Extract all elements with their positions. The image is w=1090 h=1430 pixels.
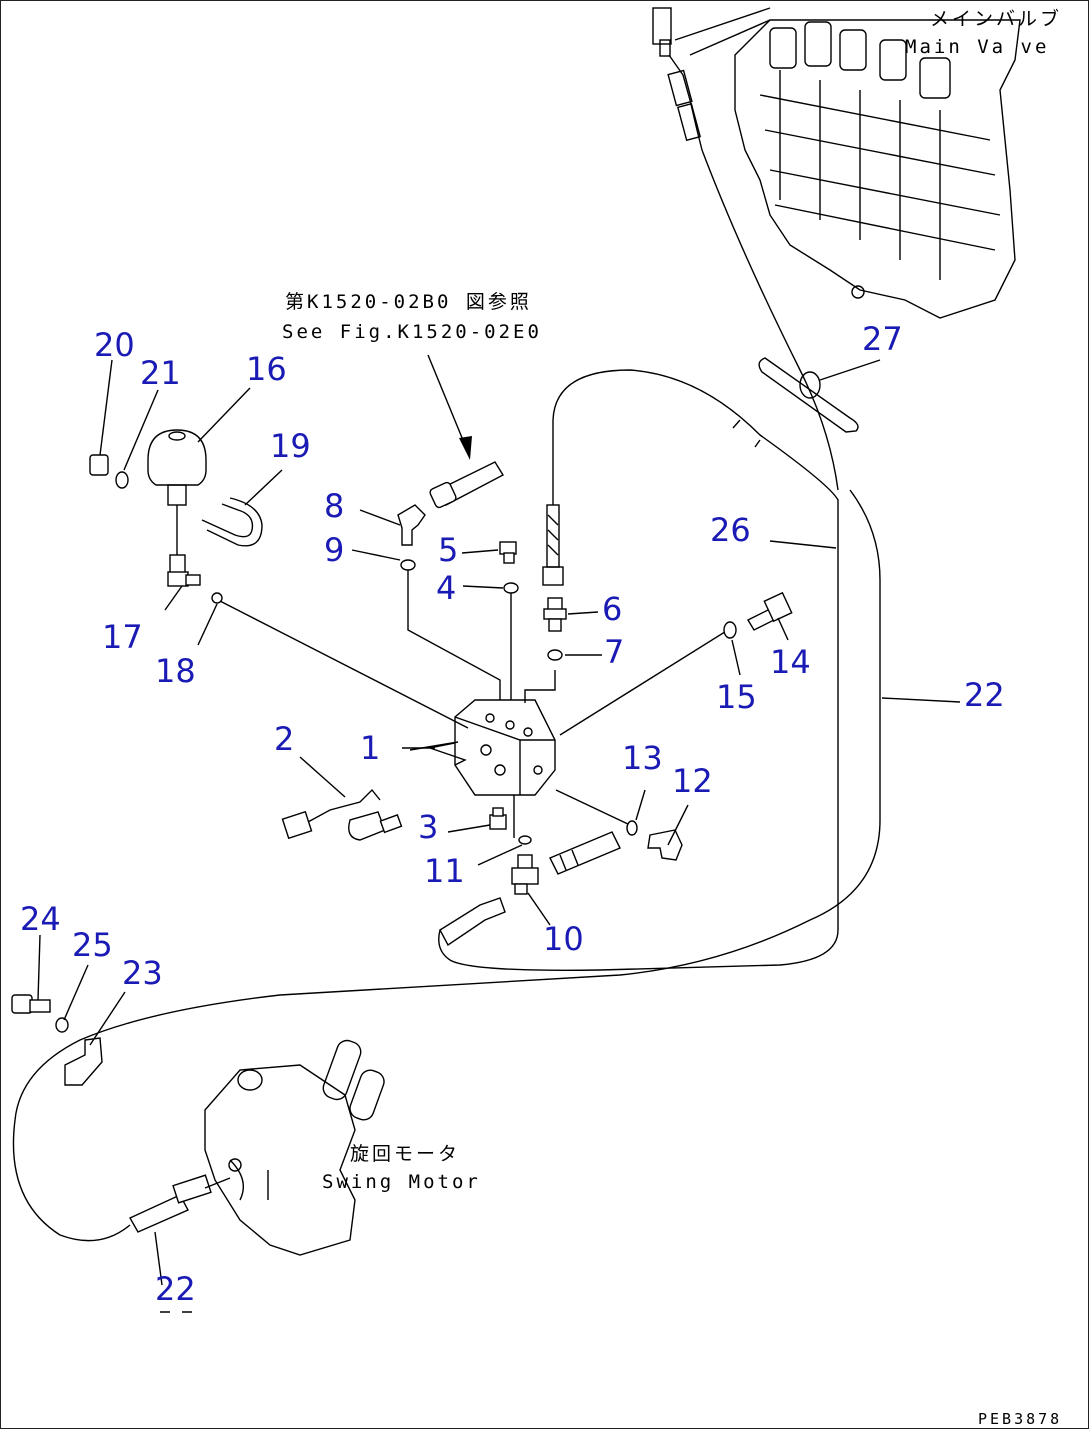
hoses xyxy=(12,369,881,1242)
clamp-23 xyxy=(64,1037,103,1086)
elbow-12 xyxy=(647,829,683,861)
ref-arrowhead xyxy=(459,436,472,460)
callout-16: 16 xyxy=(246,350,287,388)
callout-25: 25 xyxy=(72,926,113,964)
main-valve xyxy=(674,7,1021,319)
callout-24: 24 xyxy=(20,900,61,938)
u-bolt-19 xyxy=(201,497,263,547)
swing-motor-label-jp: 旋回モータ xyxy=(350,1143,460,1165)
fitting-22-lower xyxy=(129,1174,231,1233)
callout-17: 17 xyxy=(102,618,143,656)
washer-25 xyxy=(55,1017,69,1033)
reference-label-en: See Fig.K1520-02E0 xyxy=(282,321,542,343)
o-ring-4 xyxy=(503,582,519,594)
main-valve-label-en: Main Va ve xyxy=(905,36,1049,58)
washer-15 xyxy=(723,621,737,639)
callout-23: 23 xyxy=(122,954,163,992)
swing-motor xyxy=(204,1039,385,1256)
upper-hose xyxy=(652,7,839,491)
o-ring-9 xyxy=(400,559,416,571)
bolt-24 xyxy=(11,994,51,1014)
tee-fitting-17 xyxy=(167,554,201,587)
callout-9: 9 xyxy=(324,531,344,569)
solenoid-2 xyxy=(281,788,403,841)
callout-22: 22 xyxy=(964,676,1005,714)
o-ring-7 xyxy=(547,649,563,661)
callout-4: 4 xyxy=(436,569,456,607)
callout-6: 6 xyxy=(602,590,622,628)
callout-3: 3 xyxy=(418,808,438,846)
tee-fitting-10 xyxy=(511,854,539,895)
callout-20: 20 xyxy=(94,326,135,364)
callout-11: 11 xyxy=(424,852,465,890)
drawing-code: PEB3878 xyxy=(978,1410,1062,1428)
callout-19: 19 xyxy=(270,427,311,465)
washer-21 xyxy=(115,471,129,489)
main-valve-label-jp: メインバルブ xyxy=(930,7,1062,30)
ref-arrow xyxy=(427,354,466,446)
callout-26: 26 xyxy=(710,511,751,549)
callout-14: 14 xyxy=(770,643,811,681)
clamp-27 xyxy=(758,357,859,433)
ref-fitting xyxy=(429,461,504,509)
callout-1: 1 xyxy=(360,729,380,767)
hose-end-lower xyxy=(439,831,621,947)
callout-18: 18 xyxy=(155,652,196,690)
o-ring-13 xyxy=(626,820,638,836)
callout-12: 12 xyxy=(672,762,713,800)
connector-6 xyxy=(543,597,567,632)
accumulator xyxy=(147,429,207,555)
swing-motor-label-en: Swing Motor xyxy=(322,1171,481,1193)
callout-8: 8 xyxy=(324,487,344,525)
callout-13: 13 xyxy=(622,739,663,777)
callout-22-lower: 22 xyxy=(155,1270,196,1308)
leader-lines xyxy=(217,565,729,838)
callout-15: 15 xyxy=(716,678,757,716)
elbow-8 xyxy=(397,504,426,546)
o-ring-11 xyxy=(518,835,532,845)
callout-5: 5 xyxy=(438,531,458,569)
callout-10: 10 xyxy=(543,920,584,958)
callout-21: 21 xyxy=(140,354,181,392)
bolt-14 xyxy=(747,591,793,631)
callout-leaders xyxy=(37,359,961,1313)
plug-3 xyxy=(489,807,507,830)
reference-label-jp: 第K1520-02B0 図参照 xyxy=(285,291,532,313)
nut-20 xyxy=(89,454,109,476)
hose-fitting-upper xyxy=(542,504,564,586)
valve-block xyxy=(429,699,556,796)
plug-5 xyxy=(499,541,517,564)
o-ring-18 xyxy=(211,592,223,604)
callout-27: 27 xyxy=(862,320,903,358)
callout-7: 7 xyxy=(604,633,624,671)
callout-2: 2 xyxy=(274,720,294,758)
